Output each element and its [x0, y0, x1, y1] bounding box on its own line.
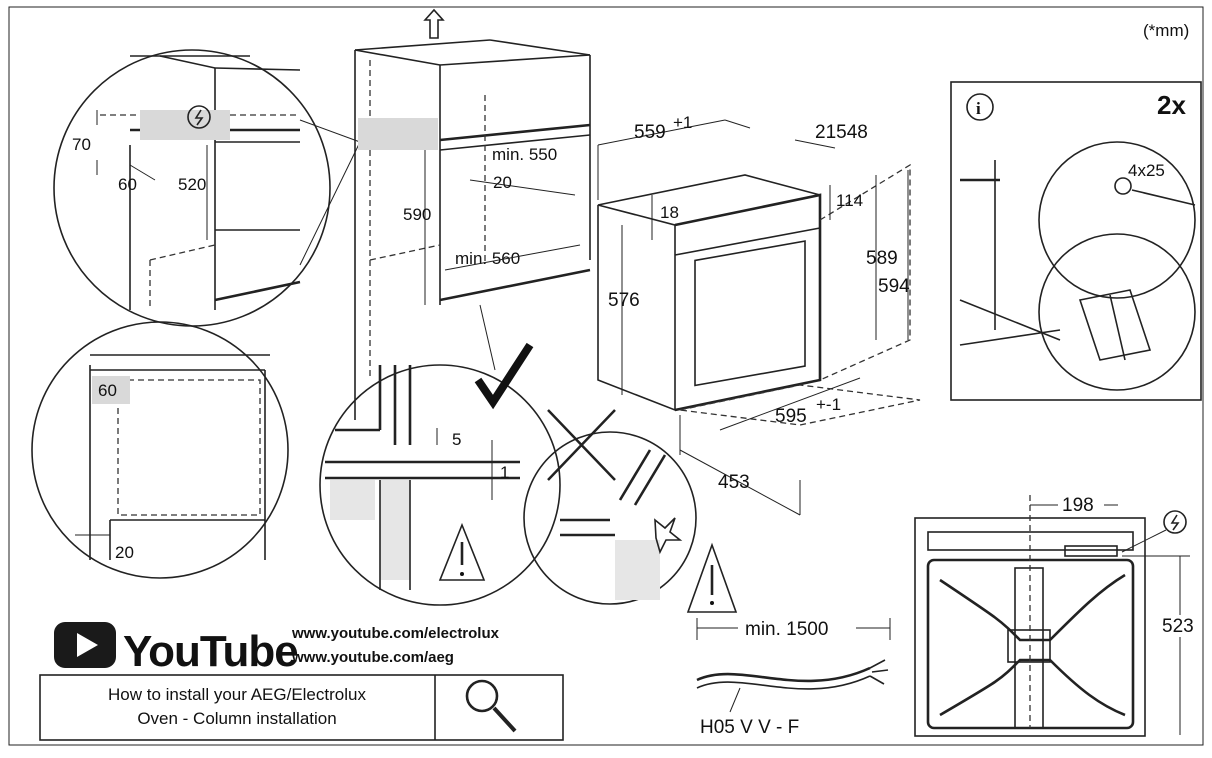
- side-detail: 60 20: [31, 321, 289, 579]
- url-aeg[interactable]: www.youtube.com/aeg: [291, 649, 454, 666]
- dim-453: 453: [718, 472, 750, 493]
- outer-frame: [8, 6, 1204, 746]
- search-icon[interactable]: [465, 679, 499, 713]
- bottom-view: 198 523: [914, 494, 1200, 737]
- shaded-area: [140, 110, 230, 140]
- side-shaded: [92, 376, 130, 404]
- min-1500: min. 1500: [745, 619, 828, 640]
- cable-type: H05 V V - F: [700, 717, 799, 738]
- unit-note: (*mm): [1143, 21, 1189, 40]
- dim-523: 523: [1162, 616, 1194, 637]
- caption-line-2: Oven - Column installation: [137, 709, 336, 728]
- multiplier-label: 2x: [1157, 90, 1186, 120]
- youtube-logo-text: YouTube: [123, 627, 298, 676]
- dim-595-tol: +-1: [816, 395, 841, 414]
- youtube-section: YouTube www.youtube.com/electrolux www.y…: [39, 622, 564, 741]
- cabinet-drawing: 590 min. 550 20 min. 560: [354, 8, 591, 420]
- check-icon: [474, 342, 534, 410]
- dim-70: 70: [72, 135, 91, 154]
- caption-line-1: How to install your AEG/Electrolux: [108, 685, 366, 704]
- dim-559: 559: [634, 122, 666, 143]
- dim-576: 576: [608, 290, 640, 311]
- dim-590: 590: [403, 205, 431, 224]
- info-icon: [966, 93, 994, 121]
- screw-panel: i 2x 4x25: [950, 81, 1202, 401]
- dim-114: 114: [836, 191, 863, 210]
- screw-panel-frame: [950, 81, 1202, 401]
- search-box[interactable]: [39, 674, 564, 741]
- clearance-detail: 70 60 520: [53, 49, 361, 327]
- screw-icon: [1114, 177, 1132, 195]
- dim-595: 595: [775, 406, 807, 427]
- dim-1: 1: [500, 463, 509, 482]
- wrong-circle: [523, 431, 697, 605]
- dim-5: 5: [452, 430, 461, 449]
- cross-icon: [547, 409, 616, 481]
- lightning-icon-2: [1163, 510, 1187, 534]
- screw-circle: [1038, 141, 1196, 299]
- svg-text:i: i: [976, 99, 981, 118]
- dim-520: 520: [178, 175, 206, 194]
- dim-594: 594: [878, 276, 910, 297]
- gap-circle: [319, 364, 561, 606]
- warning-icon-2: [686, 542, 738, 613]
- url-electrolux[interactable]: www.youtube.com/electrolux: [291, 625, 500, 642]
- bracket-circle: [1038, 233, 1196, 391]
- dim-559-tol: +1: [673, 113, 692, 132]
- dim-min-560: min. 560: [455, 249, 520, 268]
- wrong-detail: [523, 409, 738, 613]
- dim-21548: 21548: [815, 122, 868, 143]
- dim-min-550: min. 550: [492, 145, 557, 164]
- dim-60-top: 60: [118, 175, 137, 194]
- dim-20-cab: 20: [493, 173, 512, 192]
- gap-detail: 5 1: [319, 304, 561, 606]
- impact-icon: [654, 517, 683, 555]
- dim-589: 589: [866, 248, 898, 269]
- warning-icon-1: [438, 522, 486, 581]
- dim-18: 18: [660, 203, 679, 222]
- dim-198: 198: [1062, 495, 1094, 516]
- oven-drawing: 559 +1 21548 18 114 576 589 594 595 +-1 …: [597, 113, 921, 516]
- cable-section: min. 1500 H05 V V - F: [696, 617, 891, 738]
- up-arrow-icon: [423, 8, 445, 39]
- screw-size: 4x25: [1128, 161, 1165, 180]
- lightning-icon: [187, 105, 211, 129]
- dim-20-side: 20: [115, 543, 134, 562]
- side-circle: [31, 321, 289, 579]
- dim-60-side: 60: [98, 381, 117, 400]
